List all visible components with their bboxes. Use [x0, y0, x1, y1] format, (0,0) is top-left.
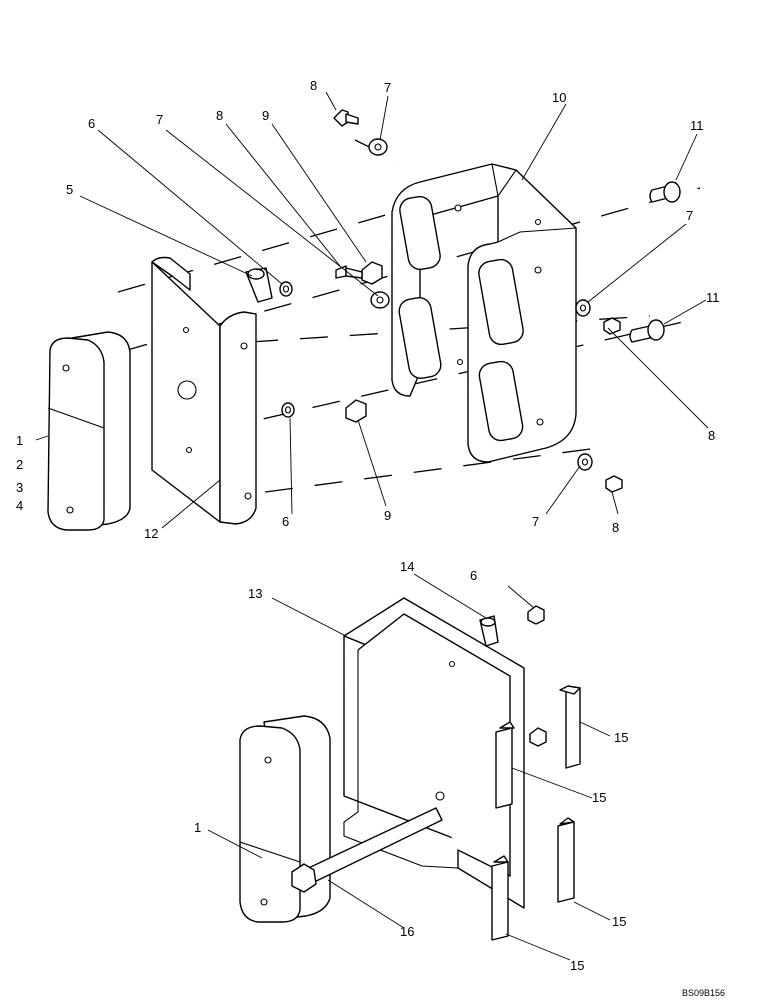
callout-leaders [35, 91, 709, 961]
clip-5 [245, 267, 273, 303]
callout-11: 11 [690, 118, 704, 133]
callout-5: 5 [66, 182, 73, 197]
bracket-12 [151, 256, 257, 525]
bracket-10 [391, 163, 577, 463]
callout-6: 6 [282, 514, 289, 529]
hardware-right [575, 181, 681, 493]
callout-15: 15 [570, 958, 584, 973]
callout-16: 16 [400, 924, 414, 939]
callout-8: 8 [216, 108, 223, 123]
callout-4: 4 [16, 498, 23, 513]
callout-8: 8 [612, 520, 619, 535]
figure-reference: BS09B156 [682, 988, 725, 998]
hardware-top [279, 109, 390, 423]
callout-6: 6 [88, 116, 95, 131]
callout-15: 15 [592, 790, 606, 805]
callout-2: 2 [16, 457, 23, 472]
callout-numbers: 8 7 10 11 6 7 8 9 5 7 11 8 1 2 3 4 9 6 1… [16, 78, 720, 973]
callout-1: 1 [194, 820, 201, 835]
callout-3: 3 [16, 480, 23, 495]
callout-7: 7 [156, 112, 163, 127]
callout-14: 14 [400, 559, 414, 574]
bushings-15 [491, 685, 581, 941]
hardware-bottom [479, 605, 547, 747]
callout-11: 11 [706, 290, 720, 305]
lamp-bottom [239, 715, 331, 923]
callout-10: 10 [552, 90, 566, 105]
callout-15: 15 [612, 914, 626, 929]
callout-1: 1 [16, 433, 23, 448]
callout-9: 9 [262, 108, 269, 123]
callout-7: 7 [532, 514, 539, 529]
callout-8: 8 [310, 78, 317, 93]
callout-8: 8 [708, 428, 715, 443]
lamp-top [47, 331, 131, 531]
callout-7: 7 [686, 208, 693, 223]
callout-13: 13 [248, 586, 262, 601]
callout-9: 9 [384, 508, 391, 523]
callout-6: 6 [470, 568, 477, 583]
bracket-13 [343, 597, 525, 909]
callout-7: 7 [384, 80, 391, 95]
rod-16 [291, 807, 443, 893]
callout-15: 15 [614, 730, 628, 745]
callout-12: 12 [144, 526, 158, 541]
